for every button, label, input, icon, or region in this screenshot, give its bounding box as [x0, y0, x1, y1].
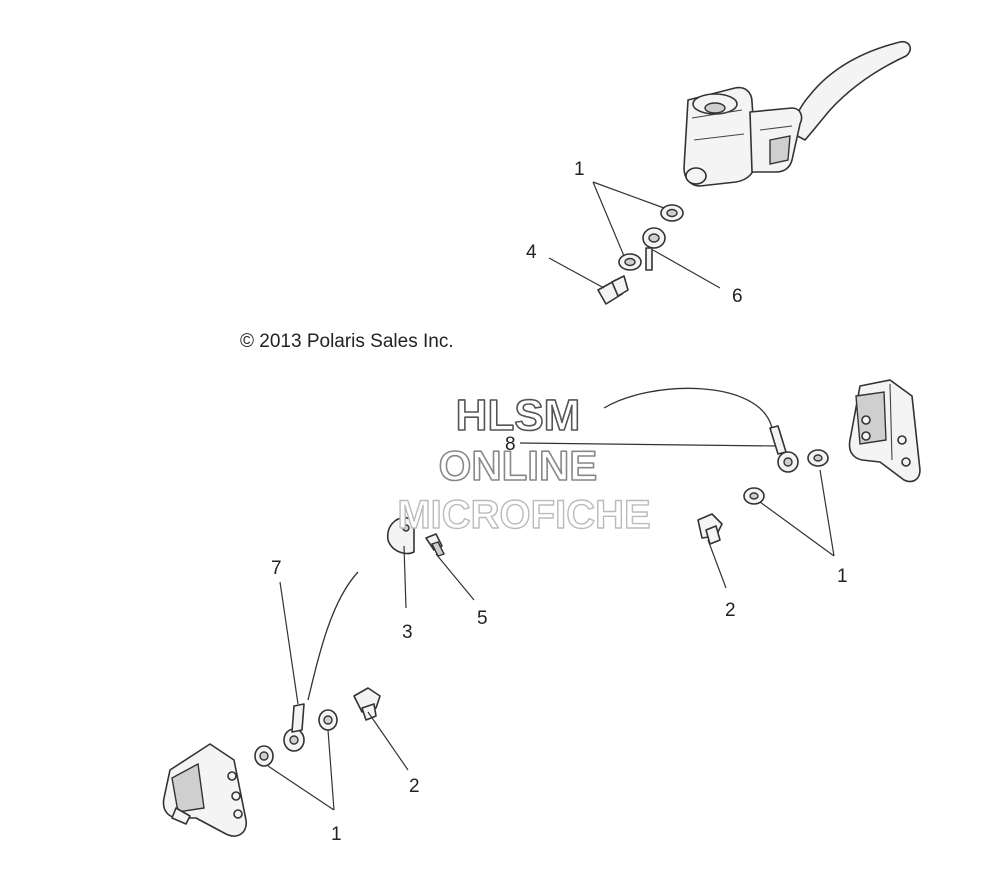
upper-banjo-fitting — [597, 204, 684, 305]
callout-4: 4 — [526, 242, 537, 263]
watermark-line-2: ONLINE — [439, 442, 598, 489]
right-fittings — [697, 425, 829, 545]
leader-lines — [267, 181, 835, 811]
left-brake-caliper — [162, 743, 248, 837]
callout-numbers: 1 4 6 8 1 2 3 5 7 2 1 — [271, 159, 848, 845]
callout-5: 5 — [477, 608, 488, 629]
brake-hoses — [307, 387, 773, 701]
callout-8: 8 — [505, 434, 516, 455]
callout-1-upper: 1 — [574, 159, 585, 180]
callout-2-right: 2 — [725, 600, 736, 621]
watermark: HLSM ONLINE MICROFICHE — [397, 390, 652, 538]
callout-1-lower: 1 — [331, 824, 342, 845]
master-cylinder-assembly — [683, 40, 912, 187]
right-brake-caliper — [848, 379, 921, 483]
callout-6: 6 — [732, 286, 743, 307]
callout-7: 7 — [271, 558, 282, 579]
lower-fittings — [254, 687, 381, 767]
watermark-line-1: HLSM — [456, 391, 581, 440]
watermark-line-3: MICROFICHE — [397, 493, 650, 537]
copyright-notice: © 2013 Polaris Sales Inc. — [240, 331, 454, 352]
callout-1-right: 1 — [837, 566, 848, 587]
callout-3: 3 — [402, 622, 413, 643]
hose-clip — [386, 516, 445, 557]
callout-2-lower: 2 — [409, 776, 420, 797]
